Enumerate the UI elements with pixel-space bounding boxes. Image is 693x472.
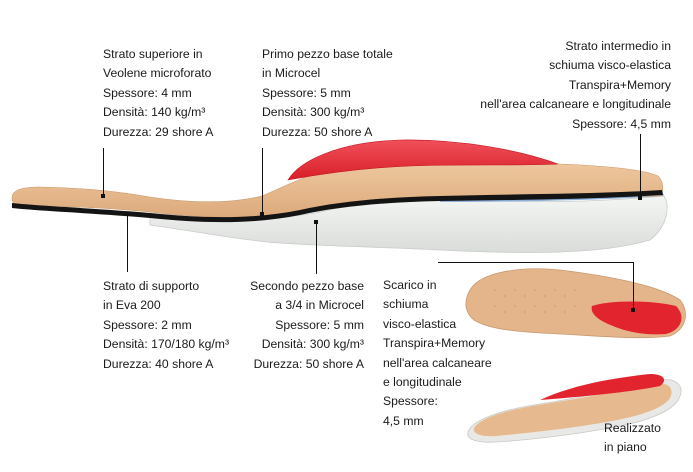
label-base-piece-1-line: Densità: 300 kg/m³ xyxy=(262,105,365,120)
label-base-piece-2: Secondo pezzo base a 3/4 in Microcel Spe… xyxy=(250,277,364,374)
label-base-piece-2-line: Densità: 300 kg/m³ xyxy=(261,337,364,352)
label-middle-layer-line: Strato intermedio in xyxy=(565,39,671,53)
label-relief-line: nell'area calcaneare xyxy=(383,355,492,370)
label-middle-layer-line: nell'area calcaneare e longitudinale xyxy=(480,97,671,112)
label-base-piece-1-line: Primo pezzo base totale xyxy=(262,47,393,61)
label-top-layer-line: Spessore: 4 mm xyxy=(103,85,192,100)
label-relief: Scarico in schiuma visco-elastica Transp… xyxy=(383,276,492,431)
leader-middle-layer-dot xyxy=(638,196,642,200)
label-top-layer: Strato superiore in Veolene microforato … xyxy=(103,45,213,142)
label-middle-layer: Strato intermedio in schiuma visco-elast… xyxy=(480,37,671,134)
label-top-layer-line: Strato superiore in xyxy=(103,47,203,61)
label-relief-line: schiuma xyxy=(383,297,429,312)
label-relief-line: visco-elastica xyxy=(383,316,457,331)
label-support-layer-line: Durezza: 40 shore A xyxy=(103,356,214,371)
cork-top-layer xyxy=(11,159,664,218)
label-base-piece-1-line: Spessore: 5 mm xyxy=(262,85,351,100)
red-foam-layer xyxy=(287,139,559,181)
leader-base-piece-2 xyxy=(316,222,318,274)
label-top-layer-line: Densità: 140 kg/m³ xyxy=(103,105,206,120)
leader-relief-v xyxy=(633,262,635,310)
label-flat-line: Realizzato xyxy=(604,421,661,435)
label-support-layer-line: Strato di supporto xyxy=(103,279,200,293)
leader-support-layer-dot xyxy=(125,212,129,216)
label-base-piece-2-line: Spessore: 5 mm xyxy=(275,317,364,332)
leader-relief-dot xyxy=(631,308,635,312)
leader-relief-h xyxy=(438,262,634,264)
label-base-piece-1-line: Durezza: 50 shore A xyxy=(262,124,373,139)
label-relief-line: Scarico in xyxy=(383,278,437,292)
label-support-layer: Strato di supporto in Eva 200 Spessore: … xyxy=(103,277,229,374)
leader-base-piece-1 xyxy=(262,148,264,214)
leader-middle-layer xyxy=(640,134,642,198)
label-relief-line: e longitudinale xyxy=(383,375,462,390)
label-base-piece-2-line: Durezza: 50 shore A xyxy=(253,356,364,371)
eva-base-layer xyxy=(149,195,668,253)
label-middle-layer-line: Spessore: 4,5 mm xyxy=(572,116,671,131)
leader-top-layer xyxy=(103,148,105,196)
label-base-piece-1-line: in Microcel xyxy=(262,66,321,81)
label-top-layer-line: Veolene microforato xyxy=(103,66,212,81)
label-support-layer-line: Spessore: 2 mm xyxy=(103,317,192,332)
label-middle-layer-line: schiuma visco-elastica xyxy=(549,58,671,73)
label-relief-line: Spessore: xyxy=(383,394,438,409)
label-base-piece-2-line: a 3/4 in Microcel xyxy=(275,298,364,313)
label-flat: Realizzato in piano xyxy=(604,419,661,458)
leader-base-piece-2-dot xyxy=(314,220,318,224)
leader-top-layer-dot xyxy=(101,194,105,198)
label-base-piece-2-line: Secondo pezzo base xyxy=(250,279,364,293)
leader-base-piece-1-dot xyxy=(260,212,264,216)
label-middle-layer-line: Transpira+Memory xyxy=(568,77,671,92)
label-flat-line: in piano xyxy=(604,440,647,455)
label-relief-line: Transpira+Memory xyxy=(383,336,486,351)
label-top-layer-line: Durezza: 29 shore A xyxy=(103,124,214,139)
label-relief-line: 4,5 mm xyxy=(383,413,424,428)
label-base-piece-1: Primo pezzo base totale in Microcel Spes… xyxy=(262,45,393,142)
label-support-layer-line: Densità: 170/180 kg/m³ xyxy=(103,337,230,352)
label-support-layer-line: in Eva 200 xyxy=(103,298,161,313)
leader-support-layer xyxy=(127,214,129,272)
black-layer xyxy=(12,190,663,223)
